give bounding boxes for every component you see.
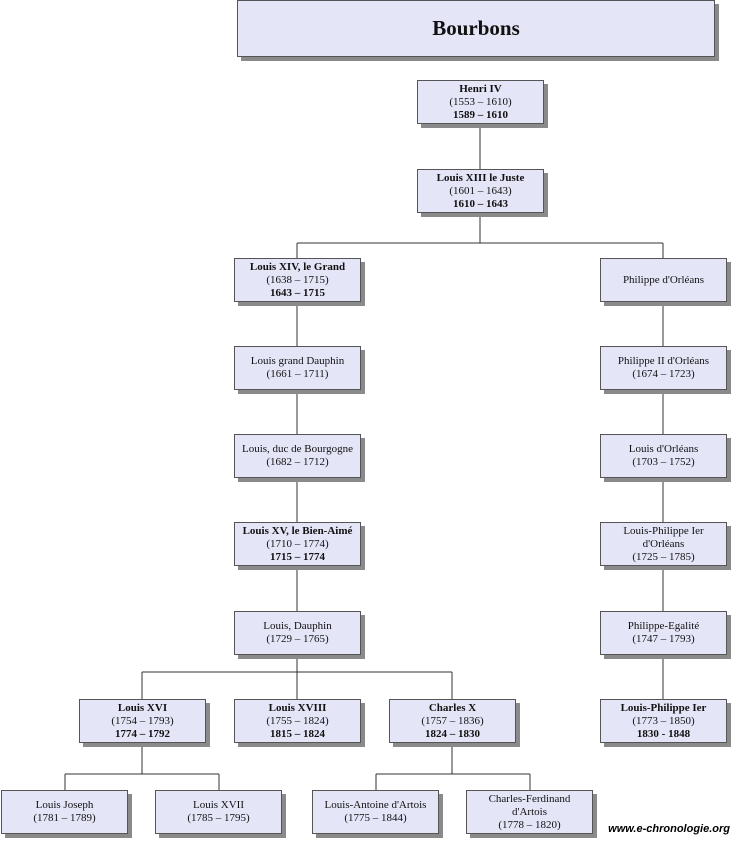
node-charles-ferdinand: Charles-Ferdinand d'Artois (1778 – 1820)	[466, 790, 593, 834]
node-name: Louis-Antoine d'Artois	[324, 799, 427, 811]
node-name: Louis-Philippe Ier	[620, 701, 707, 714]
node-name: Louis XVIII	[268, 701, 327, 714]
node-louis-xvi: Louis XVI (1754 – 1793) 1774 – 1792	[79, 699, 206, 743]
node-louis-antoine: Louis-Antoine d'Artois (1775 – 1844)	[312, 790, 439, 834]
node-louis-orleans: Louis d'Orléans (1703 – 1752)	[600, 434, 727, 478]
node-louis-xiii: Louis XIII le Juste (1601 – 1643) 1610 –…	[417, 169, 544, 213]
node-name: Louis XIV, le Grand	[249, 260, 346, 273]
node-reign: 1815 – 1824	[270, 727, 325, 740]
node-name: Philippe d'Orléans	[622, 273, 705, 286]
node-louis-grand-dauphin: Louis grand Dauphin (1661 – 1711)	[234, 346, 361, 390]
node-charles-x: Charles X (1757 – 1836) 1824 – 1830	[389, 699, 516, 743]
node-dates: (1755 – 1824)	[266, 714, 329, 727]
node-louis-xiv: Louis XIV, le Grand (1638 – 1715) 1643 –…	[234, 258, 361, 302]
node-dates: (1778 – 1820)	[498, 818, 561, 831]
node-dates: (1729 – 1765)	[266, 633, 329, 645]
node-name: Charles-Ferdinand d'Artois	[488, 792, 571, 818]
node-reign: 1643 – 1715	[270, 286, 325, 299]
node-louis-xv: Louis XV, le Bien-Aimé (1710 – 1774) 171…	[234, 522, 361, 566]
node-philippe-ii: Philippe II d'Orléans (1674 – 1723)	[600, 346, 727, 390]
node-name: Louis, Dauphin	[263, 620, 332, 632]
node-name: Louis XIII le Juste	[436, 171, 525, 184]
node-dates: (1710 – 1774)	[266, 537, 329, 550]
page-title: Bourbons	[237, 0, 715, 57]
node-dates: (1682 – 1712)	[266, 456, 329, 468]
node-reign: 1610 – 1643	[453, 197, 508, 210]
node-dates: (1773 – 1850)	[632, 714, 695, 727]
node-name: Louis XVI	[117, 701, 168, 714]
node-name: Louis XVII	[192, 799, 245, 811]
node-name: Louis XV, le Bien-Aimé	[242, 524, 353, 537]
node-dates: (1785 – 1795)	[187, 812, 250, 824]
site-credit: www.e-chronologie.org	[608, 823, 730, 835]
node-philippe-orleans: Philippe d'Orléans	[600, 258, 727, 302]
node-henri-iv: Henri IV (1553 – 1610) 1589 – 1610	[417, 80, 544, 124]
node-name: Louis Joseph	[35, 799, 94, 811]
node-name: Louis d'Orléans	[628, 443, 699, 455]
node-name: Charles X	[428, 701, 477, 714]
node-reign: 1774 – 1792	[115, 727, 170, 740]
node-reign: 1824 – 1830	[425, 727, 480, 740]
node-dates: (1601 – 1643)	[449, 184, 512, 197]
node-louis-philippe-ier: Louis-Philippe Ier (1773 – 1850) 1830 - …	[600, 699, 727, 743]
node-louis-dauphin: Louis, Dauphin (1729 – 1765)	[234, 611, 361, 655]
node-dates: (1775 – 1844)	[344, 812, 407, 824]
node-reign: 1715 – 1774	[270, 550, 325, 563]
node-dates: (1725 – 1785)	[632, 550, 695, 563]
node-louis-bourgogne: Louis, duc de Bourgogne (1682 – 1712)	[234, 434, 361, 478]
node-name: Louis grand Dauphin	[250, 355, 345, 367]
node-dates: (1703 – 1752)	[632, 456, 695, 468]
node-dates: (1674 – 1723)	[632, 368, 695, 380]
node-name: Louis-Philippe Ier d'Orléans	[623, 524, 704, 550]
node-dates: (1757 – 1836)	[421, 714, 484, 727]
node-dates: (1747 – 1793)	[632, 633, 695, 645]
node-dates: (1553 – 1610)	[449, 95, 512, 108]
node-louis-xviii: Louis XVIII (1755 – 1824) 1815 – 1824	[234, 699, 361, 743]
node-louis-philippe-i-orleans: Louis-Philippe Ier d'Orléans (1725 – 178…	[600, 522, 727, 566]
node-reign: 1589 – 1610	[453, 108, 508, 121]
node-name: Philippe-Egalité	[627, 620, 700, 632]
node-dates: (1661 – 1711)	[266, 368, 329, 380]
node-dates: (1781 – 1789)	[33, 812, 96, 824]
node-reign: 1830 - 1848	[636, 727, 691, 740]
node-dates: (1638 – 1715)	[266, 273, 329, 286]
node-louis-xvii: Louis XVII (1785 – 1795)	[155, 790, 282, 834]
node-name: Henri IV	[459, 82, 502, 95]
node-name: Louis, duc de Bourgogne	[241, 443, 353, 455]
node-louis-joseph: Louis Joseph (1781 – 1789)	[1, 790, 128, 834]
node-dates: (1754 – 1793)	[111, 714, 174, 727]
node-philippe-egalite: Philippe-Egalité (1747 – 1793)	[600, 611, 727, 655]
node-name: Philippe II d'Orléans	[617, 355, 710, 367]
